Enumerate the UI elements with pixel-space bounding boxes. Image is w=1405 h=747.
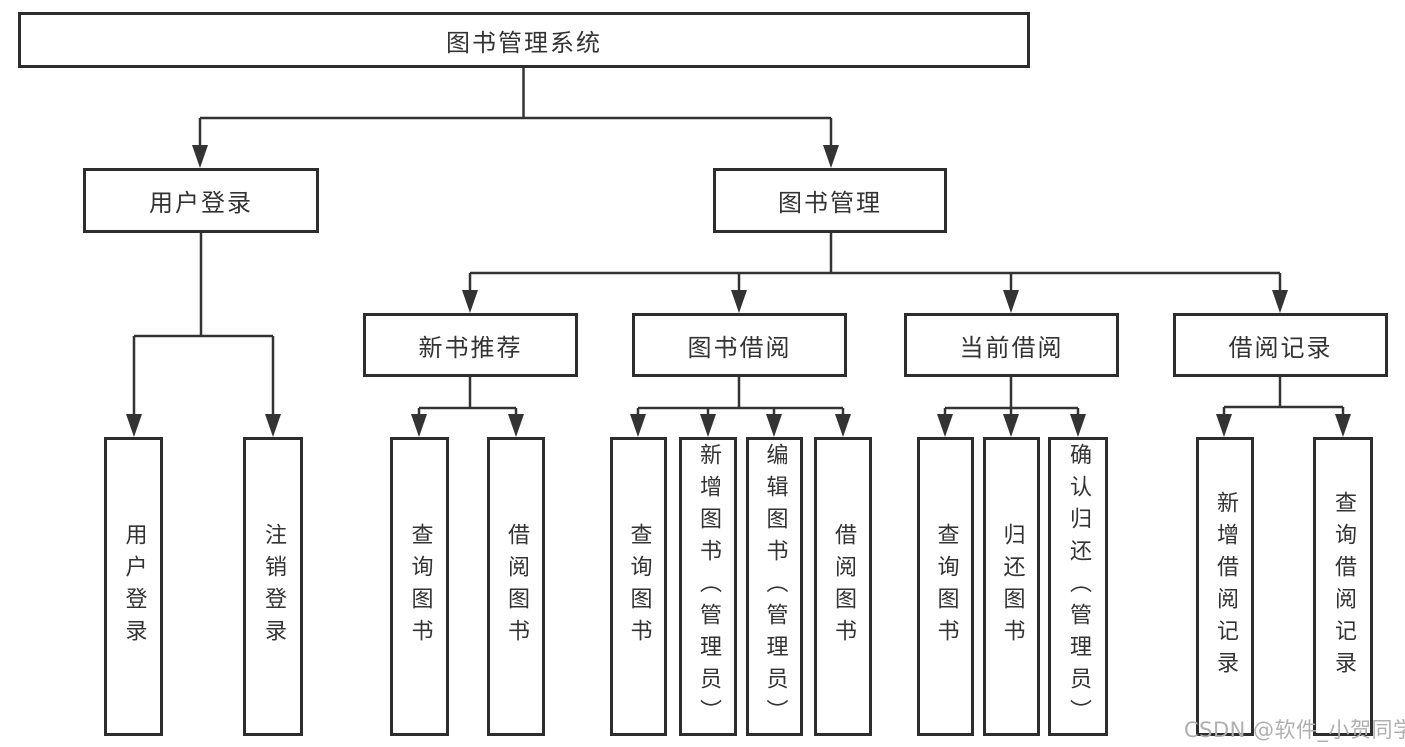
node-label: 编辑图书（管理员） — [762, 442, 788, 731]
node-label: 借阅图书 — [831, 522, 856, 651]
node-label: 注销登录 — [261, 522, 286, 651]
node-label: 归还图书 — [999, 522, 1025, 651]
leaf-logout: 注销登录 — [243, 437, 303, 736]
leaf-query-books-recommend: 查询图书 — [390, 437, 449, 736]
node-label: 图书管理 — [778, 189, 882, 217]
node-label: 确认归还（管理员） — [1066, 442, 1091, 731]
node-label: 用户登录 — [121, 522, 147, 651]
node-label: 查询图书 — [626, 522, 652, 651]
leaf-query-borrow-record: 查询借阅记录 — [1313, 437, 1373, 736]
csdn-watermark: CSDN @软件_小贺同学 — [1184, 718, 1405, 742]
arrowheads — [126, 145, 1351, 437]
node-label: 新增借阅记录 — [1213, 490, 1238, 683]
leaf-return-books: 归还图书 — [983, 437, 1040, 736]
node-borrow-records: 借阅记录 — [1173, 313, 1388, 377]
node-new-book-recommend: 新书推荐 — [363, 313, 578, 377]
node-book-borrow: 图书借阅 — [632, 313, 847, 377]
leaf-borrow-books: 借阅图书 — [814, 437, 872, 736]
node-label: 当前借阅 — [959, 333, 1064, 362]
leaf-confirm-return-admin: 确认归还（管理员） — [1048, 437, 1108, 736]
node-label: 借阅记录 — [1228, 333, 1333, 362]
leaf-add-borrow-record: 新增借阅记录 — [1196, 437, 1254, 736]
leaf-borrow-books-recommend: 借阅图书 — [487, 437, 545, 736]
node-book-management: 图书管理 — [713, 168, 947, 233]
leaf-edit-books-admin: 编辑图书（管理员） — [746, 437, 803, 736]
node-current-borrow: 当前借阅 — [904, 313, 1119, 377]
leaf-user-login: 用户登录 — [104, 437, 163, 736]
leaf-add-books-admin: 新增图书（管理员） — [679, 437, 737, 736]
node-label: 查询借阅记录 — [1331, 490, 1356, 683]
node-label: 新增图书（管理员） — [696, 442, 721, 731]
leaf-query-books-borrow: 查询图书 — [610, 437, 667, 736]
node-label: 图书借阅 — [687, 333, 792, 362]
node-label: 查询图书 — [407, 522, 433, 651]
node-label: 图书管理系统 — [446, 28, 602, 57]
node-root-system: 图书管理系统 — [18, 12, 1030, 68]
leaf-query-books-current: 查询图书 — [917, 437, 974, 736]
node-label: 查询图书 — [933, 522, 959, 651]
node-user-login: 用户登录 — [83, 168, 319, 233]
node-label: 用户登录 — [149, 189, 253, 217]
node-label: 借阅图书 — [504, 522, 529, 651]
node-label: 新书推荐 — [418, 333, 523, 362]
